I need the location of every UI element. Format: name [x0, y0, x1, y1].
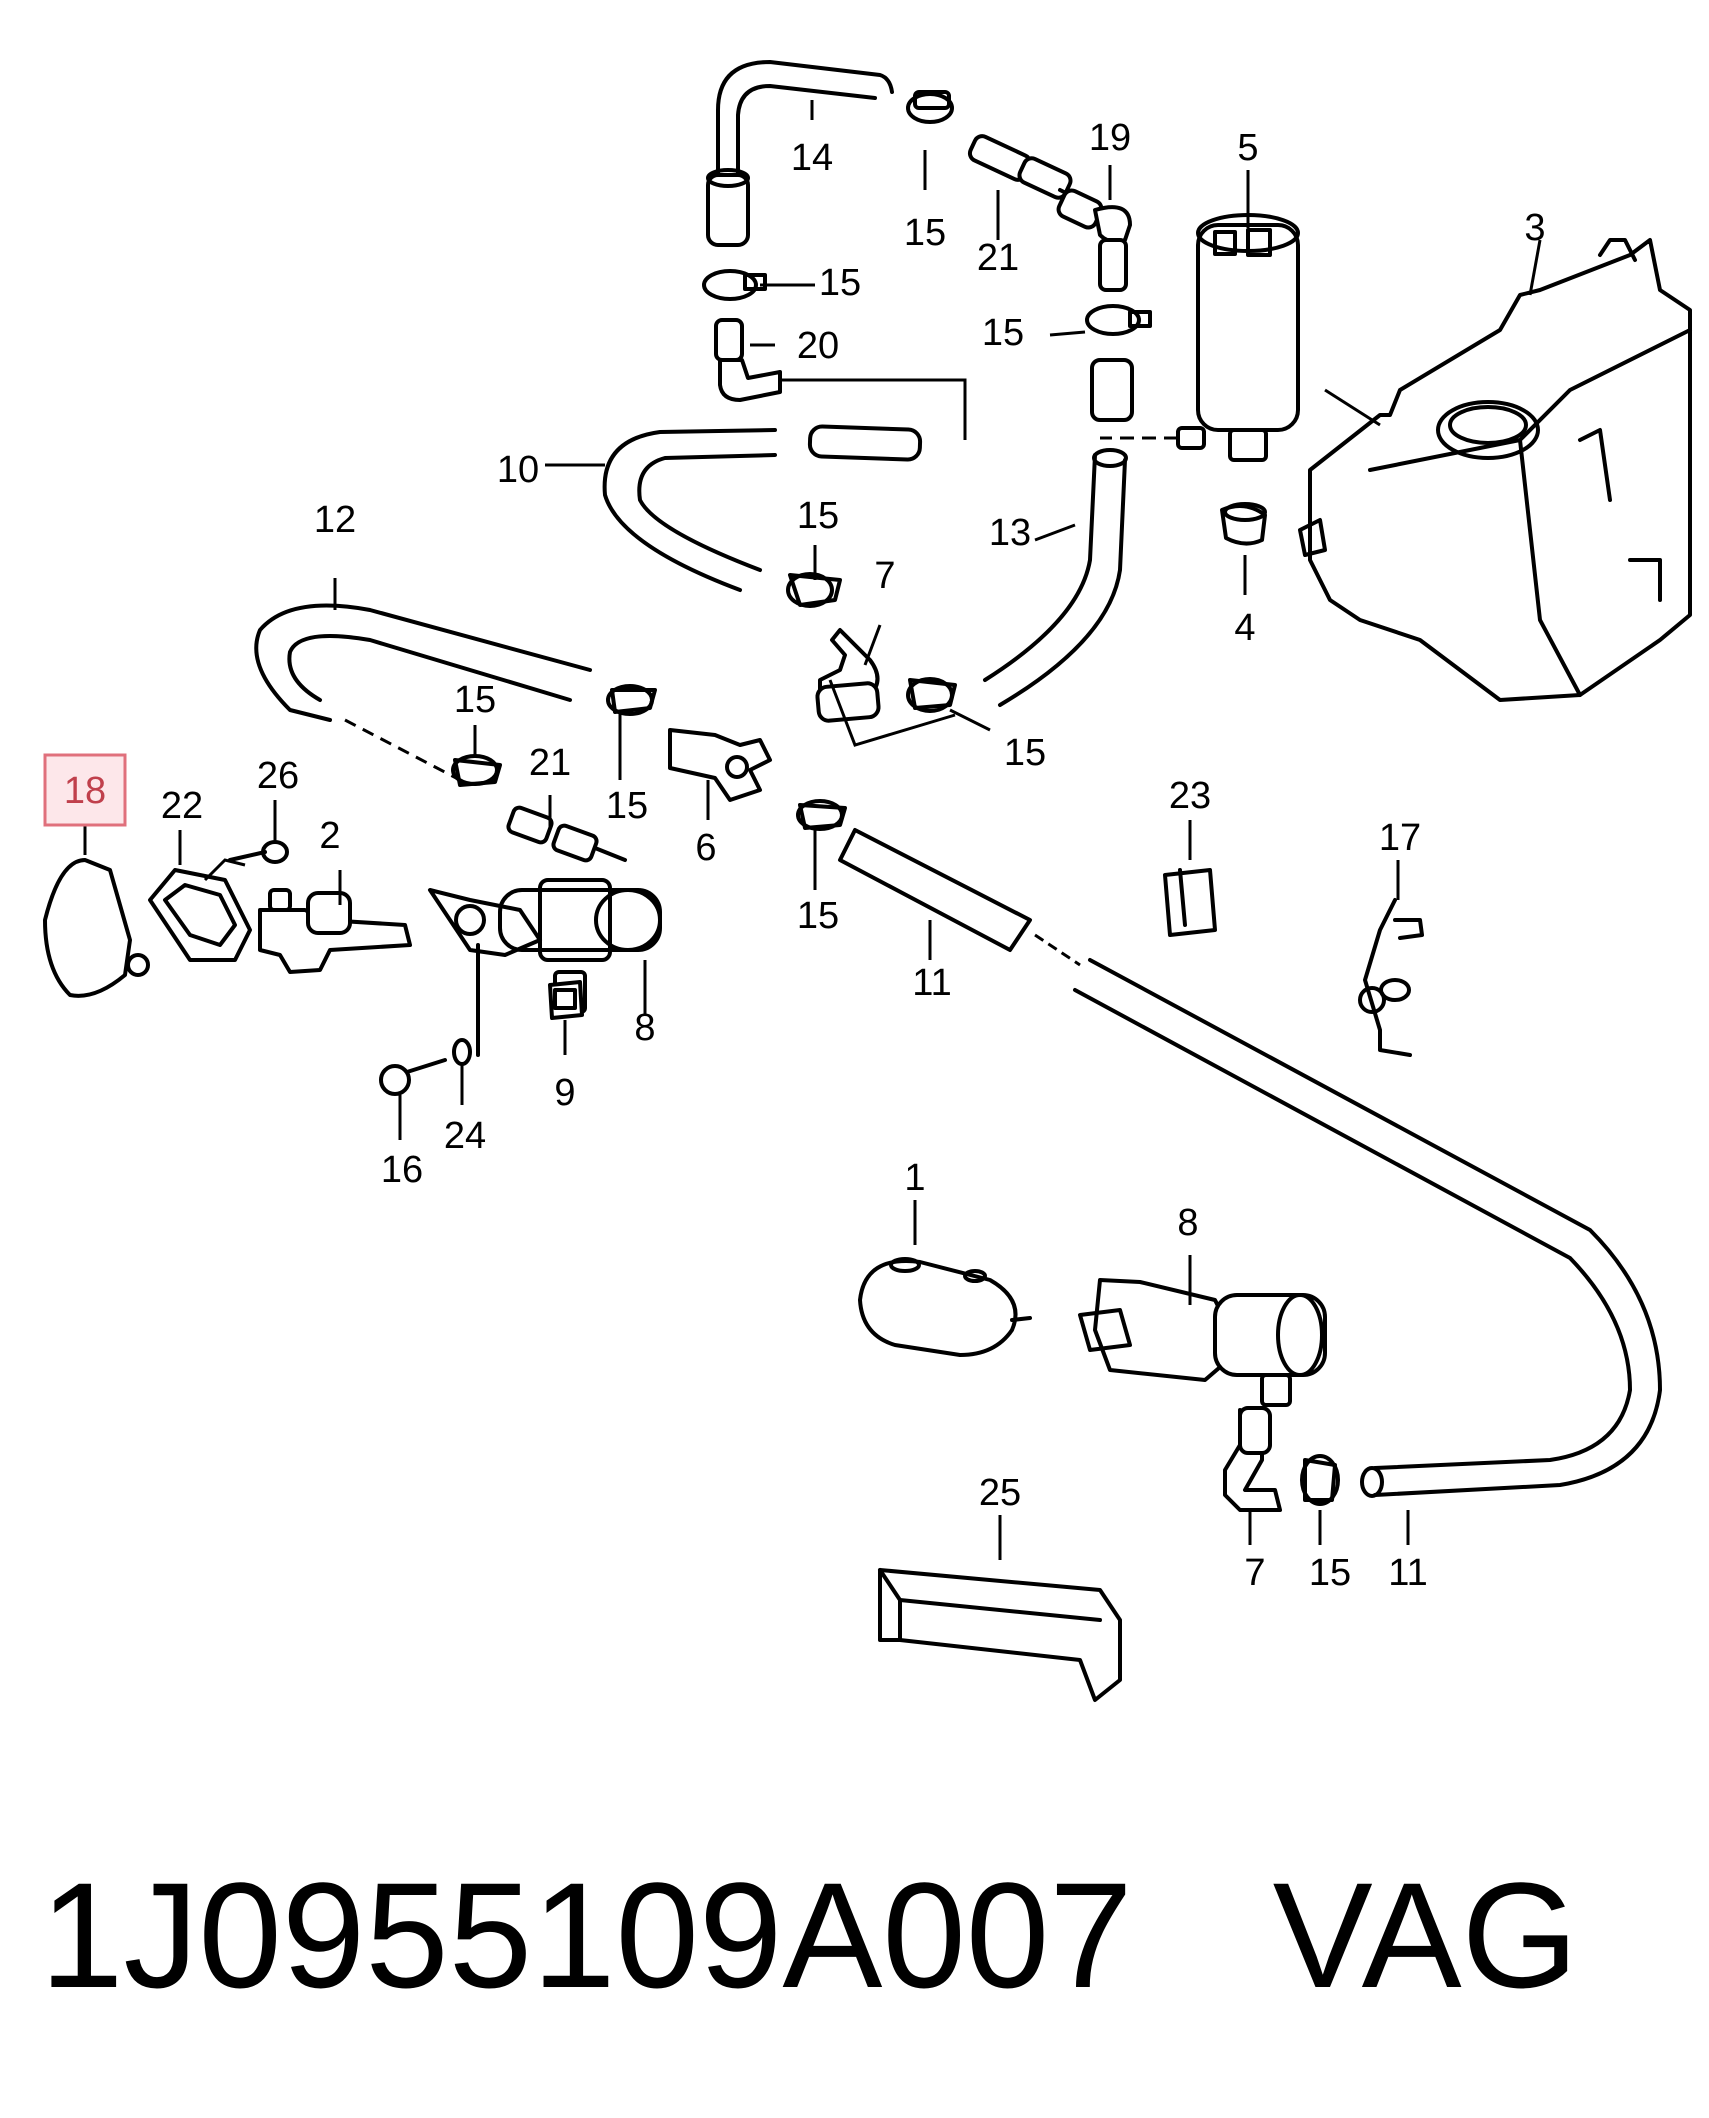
bracket-25: [878, 1568, 1122, 1702]
hose-clamp-right-upper: [1085, 304, 1152, 336]
part-number-footer: 1J0955109A007 VAG: [40, 1820, 1680, 2050]
callout-15-e: 15: [1004, 732, 1046, 774]
t-piece-6: [668, 728, 772, 802]
hose-13: [983, 448, 1128, 707]
connector-2: [258, 888, 412, 974]
hose-clamp-6-left: [606, 684, 657, 716]
clip-17: [1358, 898, 1424, 1057]
callout-19: 19: [1089, 117, 1131, 159]
callout-15-b: 15: [819, 262, 861, 304]
callout-15-g: 15: [606, 785, 648, 827]
part-number: 1J0955109A007: [40, 1851, 1133, 2019]
hose-clamp-top: [906, 90, 954, 124]
callout-18: 18: [64, 770, 106, 812]
elbow-19: [1056, 188, 1132, 292]
callout-3: 3: [1524, 207, 1545, 249]
grommet-4: [1220, 502, 1267, 546]
highlight-box: [43, 753, 127, 827]
callout-12: 12: [314, 499, 356, 541]
callout-8-right: 8: [1177, 1202, 1198, 1244]
hose-segment-13-top: [1090, 358, 1134, 422]
callout-5: 5: [1237, 127, 1258, 169]
callout-15-a: 15: [904, 212, 946, 254]
callout-15-d: 15: [797, 495, 839, 537]
callout-11-lower: 11: [1388, 1552, 1427, 1594]
hose-10: [602, 424, 923, 592]
hose-clamp-right-lower: [1300, 1454, 1340, 1506]
hose-clamp-left-upper: [702, 269, 767, 301]
callout-2: 2: [319, 815, 340, 857]
hose-14: [706, 60, 894, 247]
cover-18: [43, 858, 150, 998]
brand-name: VAG: [1272, 1851, 1579, 2019]
callout-16: 16: [381, 1149, 423, 1191]
screw-16: [379, 1058, 447, 1096]
grommet-9: [548, 980, 584, 1020]
hose-clamp-center-top: [786, 572, 842, 608]
connector-21-top: [967, 134, 1082, 202]
callout-14: 14: [791, 137, 833, 179]
hose-clamp-left-lower: [451, 754, 502, 787]
callout-9: 9: [554, 1072, 575, 1114]
callout-22: 22: [161, 785, 203, 827]
pump-feed-leader: [780, 378, 967, 440]
callout-1: 1: [904, 1157, 925, 1199]
reservoir-3: [1298, 238, 1692, 702]
callout-17: 17: [1379, 817, 1421, 859]
callout-24: 24: [444, 1115, 486, 1157]
callout-23: 23: [1169, 775, 1211, 817]
screw-26-leader: [203, 858, 246, 882]
callout-6: 6: [695, 827, 716, 869]
callout-15-f: 15: [454, 679, 496, 721]
elbow-7-lower: [1223, 1406, 1282, 1512]
callout-4: 4: [1234, 607, 1255, 649]
callout-26: 26: [257, 755, 299, 797]
hose-clamp-center-right: [906, 677, 957, 713]
leader-lines: [83, 100, 1542, 1560]
callout-15-h: 15: [797, 895, 839, 937]
washer-system-exploded-diagram: 1 2 3 4 5 6 7 7 8 8 9 10 11 11 12 13 14 …: [43, 60, 1692, 1702]
connector-21-left: [506, 805, 627, 863]
nozzle-1: [858, 1257, 1032, 1357]
callout-18-highlight: 18: [43, 753, 127, 827]
callout-13: 13: [989, 512, 1031, 554]
callout-7-upper: 7: [874, 555, 895, 597]
callout-21-upper: 21: [977, 237, 1019, 279]
connector-20: [714, 318, 782, 402]
washer-24: [452, 1038, 472, 1066]
callout-15-i: 15: [1309, 1552, 1351, 1594]
hose-11: [838, 828, 1662, 1498]
callout-21-left: 21: [529, 742, 571, 784]
elbow-7-upper: [815, 628, 881, 723]
callout-7-lower: 7: [1244, 1552, 1265, 1594]
callout-8-left: 8: [634, 1007, 655, 1049]
screw-26: [228, 840, 289, 864]
pump-5: [1176, 213, 1300, 462]
callout-25: 25: [979, 1472, 1021, 1514]
callout-11-upper: 11: [912, 962, 951, 1004]
callout-15-c: 15: [982, 312, 1024, 354]
callout-10: 10: [497, 449, 539, 491]
clip-23: [1163, 868, 1217, 937]
callout-20: 20: [797, 325, 839, 367]
t-piece-leader: [828, 679, 956, 747]
pump-8-right: [1078, 1278, 1327, 1407]
nozzle-cap-22: [148, 868, 252, 962]
hose-clamp-6-right: [796, 799, 847, 831]
callout-labels: 1 2 3 4 5 6 7 7 8 8 9 10 11 11 12 13 14 …: [161, 117, 1546, 1594]
hose-12: [254, 603, 592, 782]
pump-8-left: [428, 878, 662, 1057]
pump-to-reservoir-line: [1324, 388, 1381, 427]
